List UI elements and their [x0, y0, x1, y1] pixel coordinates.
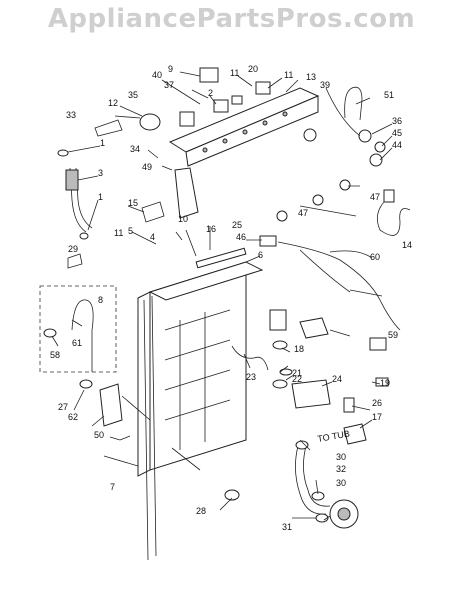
- callout-10: 10: [178, 214, 188, 224]
- part-26: [343, 397, 355, 413]
- cabinet-rear-panel: [137, 261, 264, 561]
- callout-29: 29: [68, 244, 78, 254]
- pump-hub: [337, 507, 351, 521]
- callout-24: 24: [332, 374, 342, 384]
- callout-59: 59: [388, 330, 398, 340]
- callout-49: 49: [142, 162, 152, 172]
- pump-bracket: [99, 383, 123, 427]
- callout-18: 18: [294, 344, 304, 354]
- callout-14: 14: [402, 240, 412, 250]
- callout-23: 23: [246, 372, 256, 382]
- callout-15: 15: [128, 198, 138, 208]
- callout-35: 35: [128, 90, 138, 100]
- hose-fitting: [65, 169, 79, 191]
- component-24: [291, 379, 331, 409]
- timer-switch-parts: [139, 67, 271, 131]
- callout-5: 5: [128, 226, 133, 236]
- callout-45: 45: [392, 128, 402, 138]
- callout-27: 27: [58, 402, 68, 412]
- callout-47: 47: [298, 208, 308, 218]
- callout-7: 7: [110, 482, 115, 492]
- callout-9: 9: [168, 64, 173, 74]
- inset-box: [39, 285, 117, 373]
- clip-29: [67, 253, 83, 269]
- callout-1: 1: [98, 192, 103, 202]
- callout-11: 11: [230, 68, 239, 78]
- callout-34: 34: [130, 144, 140, 154]
- clamp-31: [315, 513, 329, 523]
- callout-13: 13: [306, 72, 316, 82]
- callout-22: 22: [292, 374, 302, 384]
- leader-lines: [51, 71, 393, 521]
- callout-46: 46: [236, 232, 246, 242]
- bracket-33: [94, 119, 123, 137]
- console-end-cap: [174, 167, 199, 219]
- component-body: [299, 317, 329, 339]
- callout-39: 39: [320, 80, 330, 90]
- callout-25: 25: [232, 220, 242, 230]
- clamp-58: [43, 328, 57, 338]
- callout-11: 11: [114, 228, 123, 238]
- callout-50: 50: [94, 430, 104, 440]
- callout-21: 21: [292, 368, 302, 378]
- callout-60: 60: [370, 252, 380, 262]
- callout-33: 33: [66, 110, 76, 120]
- callout-2: 2: [208, 88, 213, 98]
- callout-47: 47: [370, 192, 380, 202]
- power-cord: [376, 197, 411, 236]
- clamp-30: [295, 440, 309, 450]
- callout-17: 17: [372, 412, 382, 422]
- callout-61: 61: [72, 338, 82, 348]
- callout-32: 32: [336, 464, 346, 474]
- component-59: [369, 337, 387, 351]
- part-17: [343, 423, 367, 445]
- cord-plug: [383, 189, 395, 203]
- callout-3: 3: [98, 168, 103, 178]
- callout-16: 16: [206, 224, 216, 234]
- callout-30: 30: [336, 478, 346, 488]
- callout-28: 28: [196, 506, 206, 516]
- callout-40: 40: [152, 70, 162, 80]
- clamp-27: [79, 379, 93, 389]
- callout-51: 51: [384, 90, 394, 100]
- callout-20: 20: [248, 64, 258, 74]
- hook-bracket: [344, 86, 363, 121]
- cabinet-top-strip: [195, 247, 247, 269]
- callout-36: 36: [392, 116, 402, 126]
- front-leg-bolt: [171, 447, 201, 471]
- callout-62: 62: [68, 412, 78, 422]
- screw-50: [119, 435, 131, 441]
- callout-44: 44: [392, 140, 402, 150]
- callout-19: 19: [380, 378, 390, 388]
- callout-31: 31: [282, 522, 292, 532]
- to-tub-label: TO TUB: [317, 428, 351, 444]
- washer: [79, 232, 89, 240]
- watermark: AppliancePartsPros.com: [47, 4, 416, 34]
- control-console: [168, 87, 320, 167]
- knobs: [276, 128, 386, 222]
- washer: [57, 149, 69, 157]
- drain-hose: [295, 445, 331, 515]
- part-19: [375, 377, 389, 387]
- callout-11: 11: [284, 70, 293, 80]
- callout-37: 37: [164, 80, 174, 90]
- terminal-block: [259, 235, 277, 247]
- callout-26: 26: [372, 398, 382, 408]
- callout-4: 4: [150, 232, 155, 242]
- wiring-harness: [277, 241, 401, 331]
- callout-12: 12: [108, 98, 118, 108]
- rear-leg-bolt: [121, 395, 151, 421]
- clamp-28: [224, 489, 240, 501]
- callout-30: 30: [336, 452, 346, 462]
- callout-1: 1: [100, 138, 105, 148]
- drain-hose-inset: [71, 299, 94, 372]
- pressure-switch-assembly: [231, 309, 293, 389]
- callout-6: 6: [258, 250, 263, 260]
- bracket-15: [141, 201, 165, 223]
- callout-58: 58: [50, 350, 60, 360]
- callout-8: 8: [98, 295, 103, 305]
